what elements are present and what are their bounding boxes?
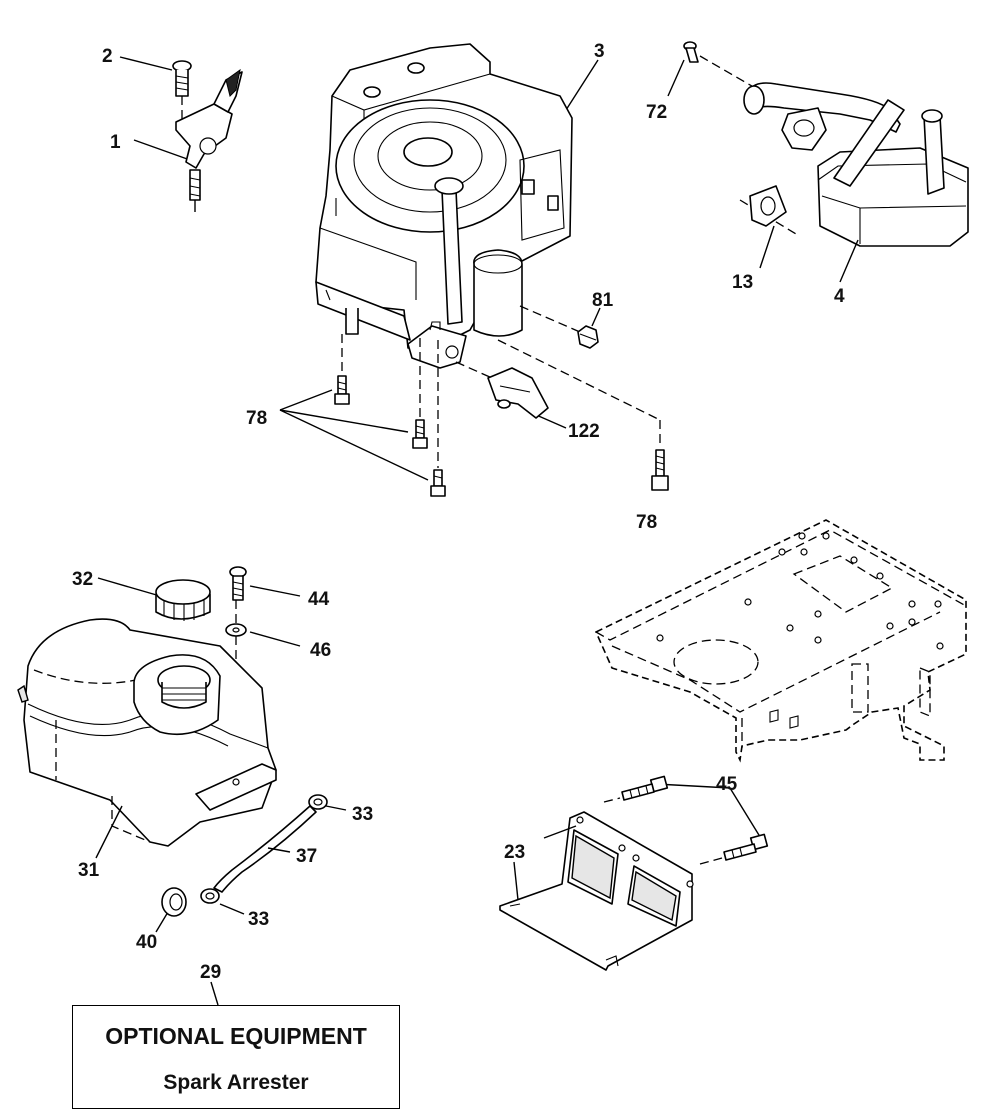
fuel-tank-assembly bbox=[17, 566, 347, 1006]
callout-46: 46 bbox=[310, 640, 331, 661]
callout-31: 31 bbox=[78, 860, 100, 881]
muffler-assembly bbox=[667, 41, 969, 283]
callout-40: 40 bbox=[136, 932, 157, 953]
callout-72: 72 bbox=[646, 102, 667, 123]
callout-37: 37 bbox=[296, 846, 317, 867]
chassis-frame bbox=[594, 519, 967, 763]
callout-labels: 1 2 3 72 13 4 81 78 122 78 32 44 46 33 3… bbox=[72, 41, 845, 983]
callout-2: 2 bbox=[102, 46, 113, 67]
callout-32: 32 bbox=[72, 569, 93, 590]
heat-shield bbox=[487, 367, 567, 429]
callout-78-right: 78 bbox=[636, 512, 657, 533]
muffler-guard-assembly bbox=[499, 775, 769, 971]
callout-1: 1 bbox=[110, 132, 121, 153]
callout-4: 4 bbox=[834, 286, 845, 307]
callout-29: 29 bbox=[200, 962, 221, 983]
spark-arrester-label: Spark Arrester bbox=[163, 1071, 309, 1094]
callout-33-top: 33 bbox=[352, 804, 373, 825]
callout-23: 23 bbox=[504, 842, 525, 863]
callout-78-left: 78 bbox=[246, 408, 267, 429]
callout-81: 81 bbox=[592, 290, 614, 311]
engine-mount-bolts bbox=[279, 375, 669, 497]
callout-45: 45 bbox=[716, 774, 738, 795]
throttle-control-assembly bbox=[119, 56, 243, 212]
callout-122: 122 bbox=[568, 421, 600, 442]
engine-assembly bbox=[315, 43, 599, 369]
engine-leader-lines bbox=[341, 305, 661, 468]
nut bbox=[577, 307, 601, 349]
callout-3: 3 bbox=[594, 41, 605, 62]
callout-13: 13 bbox=[732, 272, 753, 293]
callout-33-bottom: 33 bbox=[248, 909, 269, 930]
optional-equipment-title: OPTIONAL EQUIPMENT bbox=[105, 1023, 367, 1049]
callout-44: 44 bbox=[308, 589, 330, 610]
optional-equipment-box: OPTIONAL EQUIPMENT Spark Arrester bbox=[72, 1005, 400, 1109]
